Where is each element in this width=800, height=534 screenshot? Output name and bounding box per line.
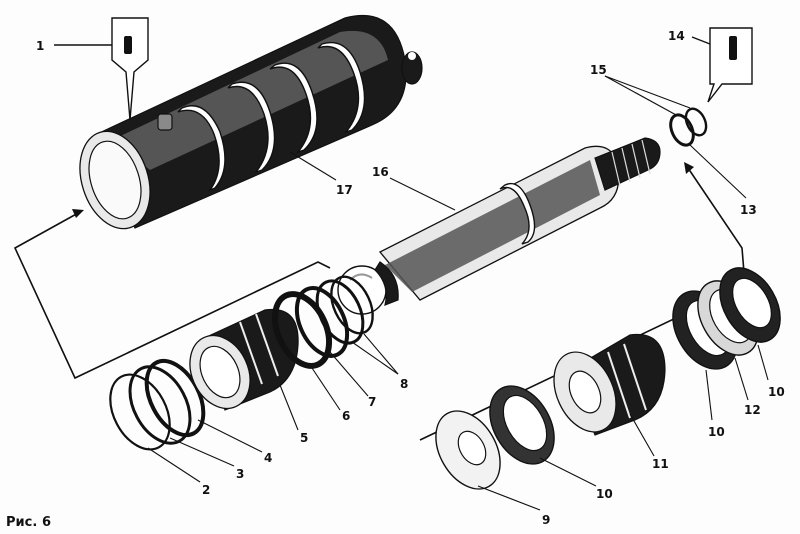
ring-13 [669,113,695,147]
label-11: 11 [652,457,669,471]
leader-lines [147,75,769,511]
ring-3 [128,365,192,445]
label-10-right-a: 10 [708,425,725,439]
label-10-lower: 10 [596,487,613,501]
label-17: 17 [336,183,353,197]
seal-7 [294,286,350,358]
bushing-5 [189,308,299,411]
label-13: 13 [740,203,757,217]
part-labels: 1 2 3 4 5 6 7 8 9 10 11 10 12 10 13 14 1… [36,29,785,527]
label-7: 7 [368,395,376,409]
piston-11 [553,333,666,436]
seal-10-lower [489,385,555,465]
seal-8 [315,275,374,345]
label-5: 5 [300,431,308,445]
ring-2 [109,373,171,451]
label-9: 9 [542,513,550,527]
label-4: 4 [264,451,272,465]
cylinder-barrel [79,14,423,230]
label-10-right-b: 10 [768,385,785,399]
washer-9 [435,410,501,490]
seal-6 [271,291,333,369]
label-1: 1 [36,39,44,53]
caption-prefix: Рис. [6,515,37,530]
label-12: 12 [744,403,761,417]
callout-14 [691,27,753,103]
label-8: 8 [400,377,408,391]
label-15: 15 [590,63,607,77]
caption-number: 6 [42,515,51,530]
label-3: 3 [236,467,244,481]
figure-caption: Рис. 6 [6,515,51,530]
callout-1 [54,17,149,121]
label-14: 14 [668,29,685,43]
piston-rod [337,137,661,315]
seal-10-right-b [719,267,781,343]
label-16: 16 [372,165,389,179]
label-2: 2 [202,483,210,497]
assembly-path-left [13,209,331,380]
ring-15 [684,107,708,137]
label-6: 6 [342,409,350,423]
